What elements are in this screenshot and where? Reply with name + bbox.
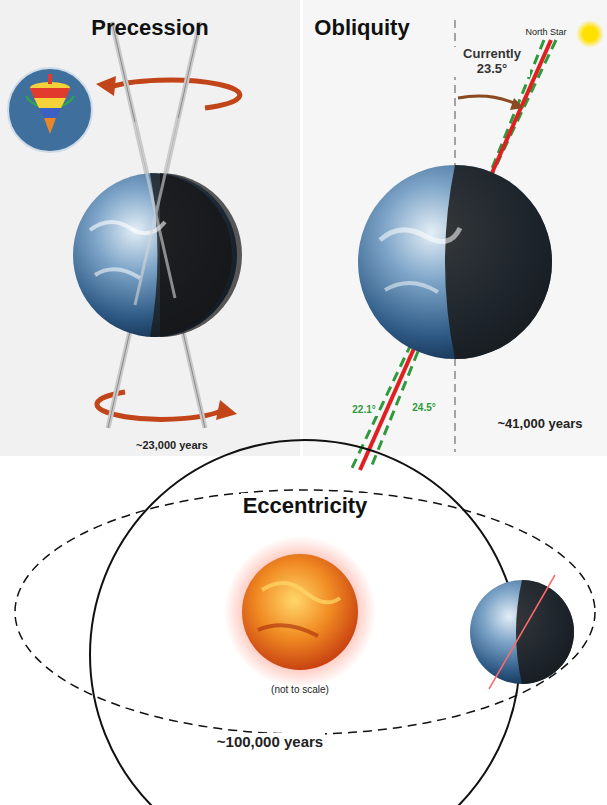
arrowhead xyxy=(96,76,116,96)
north-star xyxy=(576,20,604,48)
earth-axis xyxy=(489,575,555,689)
arrowhead xyxy=(216,400,237,420)
precession-axes-front xyxy=(135,118,178,305)
period-label: ~100,000 years xyxy=(215,733,325,750)
note-label: (not to scale) xyxy=(271,684,329,696)
sun-glow xyxy=(224,536,376,688)
panel-title: Eccentricity xyxy=(241,493,370,518)
precession-panel xyxy=(0,0,300,456)
earth xyxy=(73,173,242,337)
tilt-arrow xyxy=(458,96,516,104)
angle-label: 24.5° xyxy=(410,402,437,414)
sun-texture xyxy=(262,583,340,602)
panel-title: Obliquity xyxy=(314,15,409,40)
obliquity-panel xyxy=(303,0,607,456)
circular-orbit xyxy=(90,440,520,805)
spinning-top-icon xyxy=(8,68,92,152)
north-star xyxy=(583,27,597,41)
period-label: ~23,000 years xyxy=(136,439,208,452)
earth xyxy=(358,165,552,359)
sun-texture xyxy=(258,625,318,636)
angle-label: 22.1° xyxy=(350,404,377,416)
panel-title: Precession xyxy=(91,15,208,40)
obliquity-range-lines xyxy=(351,40,556,470)
elliptical-orbit xyxy=(15,490,595,734)
star-label: North Star xyxy=(525,27,566,37)
tilt-label: Currently 23.5° xyxy=(454,47,530,77)
period-label: ~41,000 years xyxy=(498,417,583,432)
arrowhead xyxy=(510,98,524,110)
sun xyxy=(242,554,358,670)
